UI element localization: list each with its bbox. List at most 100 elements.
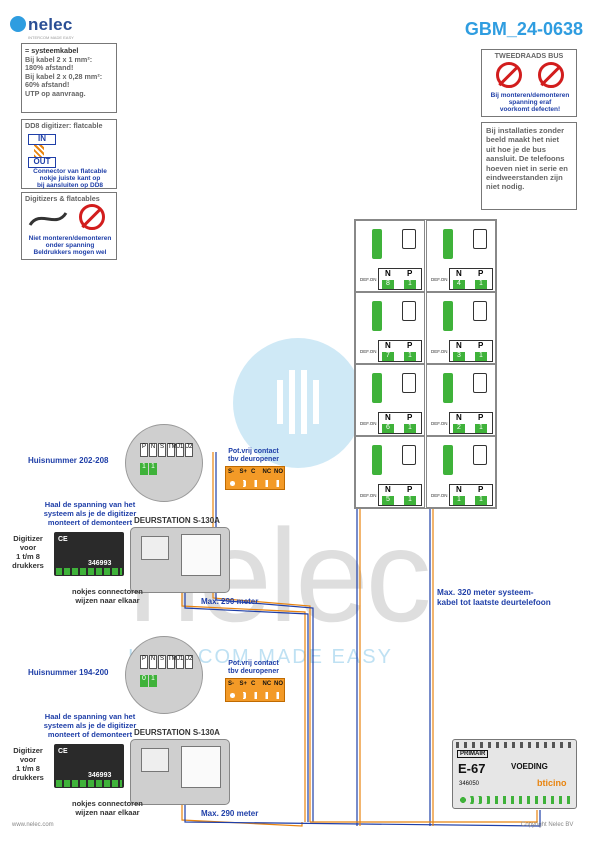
relay-terminal: NC xyxy=(262,681,272,687)
phone-switch-label: DEF.ON xyxy=(360,421,377,426)
phone-cell: DEF.ON N P 1 1 xyxy=(426,436,496,508)
relay-screws xyxy=(229,692,283,699)
watermark-logo-bars xyxy=(277,370,321,434)
phone-connector xyxy=(372,373,382,403)
digitizer-line: Digitizer xyxy=(13,746,43,755)
bus-title: TWEEDRAADS BUS xyxy=(494,51,564,60)
phone-np-header-n: N xyxy=(456,269,462,278)
phone-connector xyxy=(443,373,453,403)
flatcable-title: Digitizers & flatcables xyxy=(25,194,100,203)
station-speaker xyxy=(141,748,169,772)
circle-np-p: 1 xyxy=(149,675,157,687)
circle-label: J2 xyxy=(185,655,193,669)
phone-np-box: N P 2 1 xyxy=(449,412,493,434)
digitizer-line: voor xyxy=(19,755,37,764)
phone-np-value-n: 4 xyxy=(453,280,465,289)
cable-note-line: = systeemkabel xyxy=(25,46,79,55)
digitizer-line: 1 t/m 8 xyxy=(16,552,40,561)
digitizer-label: Digitizer voor 1 t/m 8 drukkers xyxy=(12,534,44,570)
install-note: Bij installaties zonder beeld maakt het … xyxy=(481,122,577,210)
nokjes-line: wijzen naar elkaar xyxy=(75,808,140,817)
install-text-line: niet nodig. xyxy=(486,182,525,192)
circle-label: S xyxy=(158,443,166,457)
circle-label: N xyxy=(149,443,157,457)
dd8-note: DD8 digitizer: flatcable IN OUT Connecto… xyxy=(21,119,117,189)
power-partner: bticino xyxy=(537,778,567,788)
flatcable-text-line: Niet monteren/demonteren xyxy=(28,235,112,242)
install-text-line: aansluit. De telefoons xyxy=(486,154,565,164)
phone-switch-label: DEF.ON xyxy=(360,493,377,498)
phone-np-header-p: P xyxy=(478,341,484,350)
nokjes-note: nokjes connectoren wijzen naar elkaar xyxy=(72,587,143,605)
power-warning-line: monteert of demonteert xyxy=(47,518,133,527)
phone-np-value-p: 1 xyxy=(475,352,487,361)
station-speaker xyxy=(141,536,169,560)
cable-note: = systeemkabel Bij kabel 2 x 1 mm²: 180%… xyxy=(21,43,117,113)
phone-np-header-n: N xyxy=(385,413,391,422)
power-warning-line: systeem als je de digitizer xyxy=(43,721,137,730)
power-warning: Haal de spanning van het systeem als je … xyxy=(26,712,154,739)
contact-label-line: Pot.vrij contact xyxy=(228,448,279,455)
station-board xyxy=(181,534,221,576)
document-code: GBM_24-0638 xyxy=(464,19,583,39)
contact-label-line: Pot.vrij contact xyxy=(228,660,279,667)
phone-distance-note: Max. 320 meter systeem- kabel tot laatst… xyxy=(437,588,551,608)
digitizer-label: Digitizer voor 1 t/m 8 drukkers xyxy=(12,746,44,782)
phone-cell: DEF.ON N P 2 1 xyxy=(426,364,496,436)
phone-np-value-p: 1 xyxy=(404,424,416,433)
circle-label: J2 xyxy=(185,443,193,457)
brand-name: nelec xyxy=(28,15,73,34)
phone-cell: DEF.ON N P 3 1 xyxy=(426,292,496,364)
phone-handset-icon xyxy=(473,373,487,393)
digitizer-line: drukkers xyxy=(12,773,44,782)
flatcable-text-line: onder spanning xyxy=(45,242,95,249)
phone-cell: DEF.ON N P 8 1 xyxy=(355,220,425,292)
flatcable-text: Niet monteren/demonteren onder spanning … xyxy=(22,235,118,256)
phone-cell: DEF.ON N P 5 1 xyxy=(355,436,425,508)
install-text-line: eindweerstanden zijn xyxy=(486,173,563,183)
station-title: DEURSTATION S-130A xyxy=(134,516,220,525)
module-code: 346993 xyxy=(88,772,112,779)
phone-switch-label: DEF.ON xyxy=(360,349,377,354)
station-title: DEURSTATION S-130A xyxy=(134,728,220,737)
cable-note-line: UTP op aanvraag. xyxy=(25,88,86,98)
no-power-icon xyxy=(538,62,564,88)
power-warning-line: systeem als je de digitizer xyxy=(43,509,137,518)
nokjes-line: nokjes connectoren xyxy=(72,587,143,596)
cable-note-line: 180% afstand! xyxy=(25,63,74,73)
bus-text-line: spanning eraf xyxy=(508,99,552,106)
phone-connector xyxy=(443,229,453,259)
digitizer-line: voor xyxy=(19,543,37,552)
phone-switch-label: DEF.ON xyxy=(360,277,377,282)
flatcable-note: Digitizers & flatcables Niet monteren/de… xyxy=(21,192,117,260)
bus-note: TWEEDRAADS BUS Bij monteren/demonteren s… xyxy=(481,49,577,117)
digitizer-line: 1 t/m 8 xyxy=(16,764,40,773)
install-text-line: uit hoe je de bus xyxy=(486,144,546,154)
phone-np-header-n: N xyxy=(385,269,391,278)
phone-switch-label: DEF.ON xyxy=(431,349,448,354)
phone-handset-icon xyxy=(473,445,487,465)
phone-connector xyxy=(372,229,382,259)
power-title: VOEDING xyxy=(511,762,548,771)
flatcable-icon xyxy=(28,212,68,226)
phone-np-value-n: 5 xyxy=(382,496,394,505)
contact-label: Pot.vrij contact tbv deuropener xyxy=(228,660,279,676)
power-terminals-top xyxy=(456,742,574,748)
circle-label: TM xyxy=(167,655,177,669)
phone-np-box: N P 1 1 xyxy=(449,484,493,506)
phone-np-header-n: N xyxy=(456,341,462,350)
phone-np-box: N P 4 1 xyxy=(449,268,493,290)
contact-label: Pot.vrij contact tbv deuropener xyxy=(228,448,279,464)
power-warning-line: monteert of demonteert xyxy=(47,730,133,739)
phone-handset-icon xyxy=(402,373,416,393)
phone-connector xyxy=(443,445,453,475)
dd8-title: DD8 digitizer: flatcable xyxy=(25,121,103,130)
phone-np-value-n: 7 xyxy=(382,352,394,361)
station-panel xyxy=(130,527,230,593)
power-brand: PRIMAIR xyxy=(457,750,489,758)
phone-np-value-n: 2 xyxy=(453,424,465,433)
station-distance: Max. 290 meter xyxy=(201,809,259,818)
circle-label: S xyxy=(158,655,166,669)
